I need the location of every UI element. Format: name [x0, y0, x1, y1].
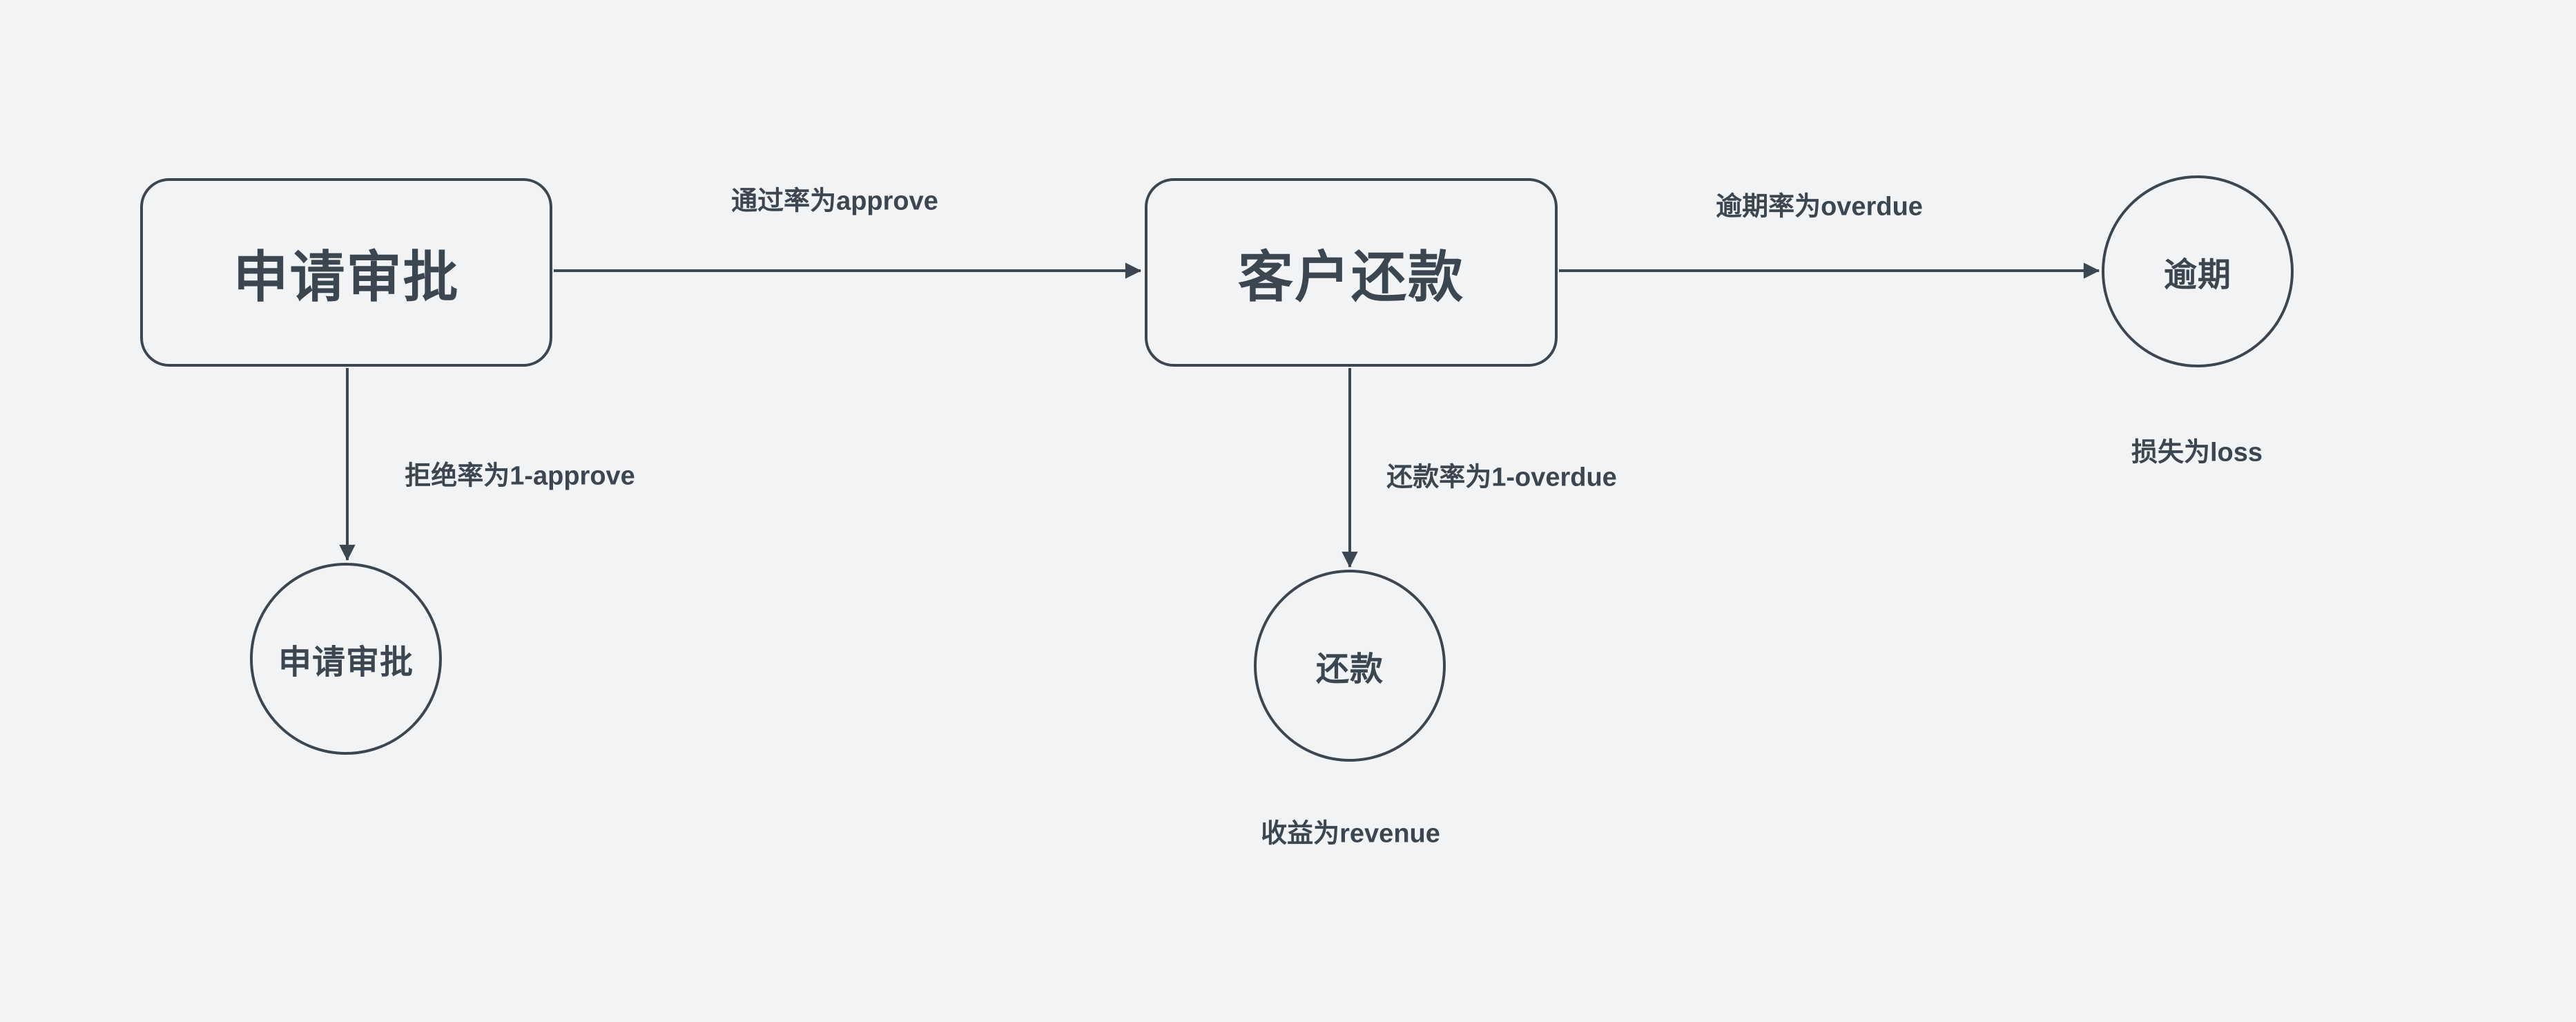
node-customer-repayment-label: 客户还款 — [1238, 246, 1464, 308]
caption-revenue: 收益为revenue — [1257, 810, 1444, 851]
edge-label-reject-rate: 拒绝率为1-approve — [400, 452, 639, 494]
edge-label-overdue-rate: 逾期率为overdue — [1712, 183, 1927, 224]
node-repaid-circle[interactable]: 还款 — [1254, 570, 1446, 762]
edge-label-repay-rate: 还款率为1-overdue — [1382, 454, 1621, 495]
caption-loss: 损失为loss — [2127, 429, 2267, 470]
edge-label-approve-rate: 通过率为approve — [727, 177, 942, 219]
node-repaid-label: 还款 — [1315, 651, 1384, 688]
node-application-approval-label: 申请审批 — [233, 246, 460, 308]
node-overdue-label: 逾期 — [2163, 257, 2231, 293]
node-overdue-circle[interactable]: 逾期 — [2102, 175, 2294, 367]
node-customer-repayment-box[interactable]: 客户还款 — [1145, 178, 1558, 367]
node-application-approval-box[interactable]: 申请审批 — [140, 178, 552, 367]
node-rejected-application-circle[interactable]: 申请审批 — [250, 563, 442, 755]
node-rejected-application-label: 申请审批 — [278, 644, 414, 681]
